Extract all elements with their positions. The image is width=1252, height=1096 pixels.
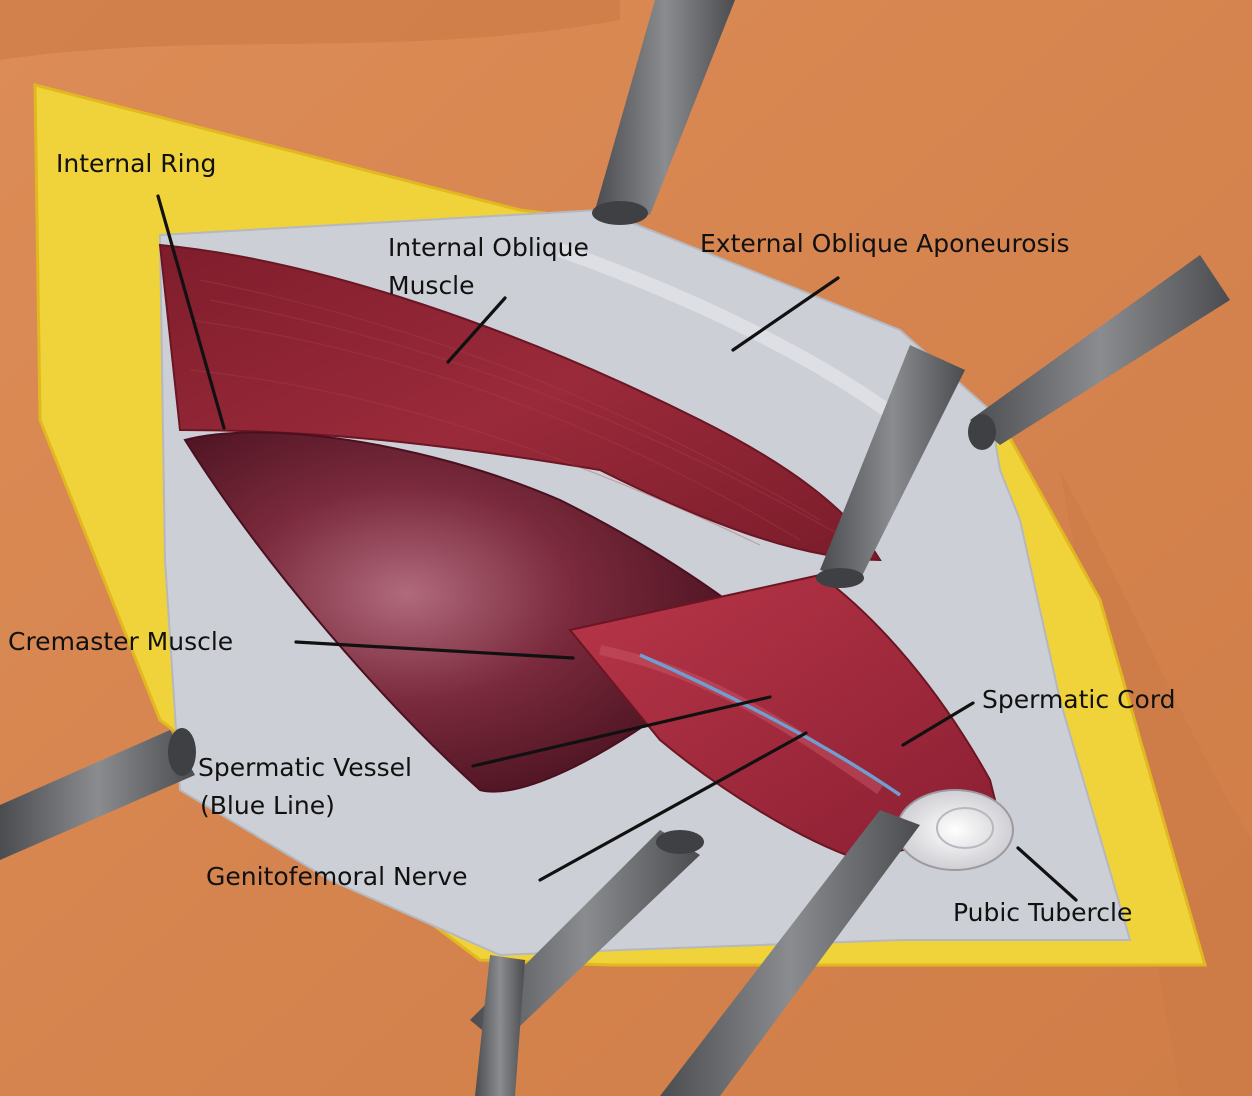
leader-pubic-tubercle [1016,846,1078,902]
label-spermatic-vessel-line1: Spermatic Vessel [198,753,412,782]
leader-spermatic-cord [901,701,975,747]
spermatic-vessel-line [639,653,901,797]
label-external-oblique: External Oblique Aponeurosis [700,229,1070,258]
retractor-right-upper [968,255,1230,450]
leader-cremaster [294,640,575,660]
leader-spermatic-vessel [471,695,772,768]
label-internal-oblique-line2: Muscle [388,271,475,300]
internal-oblique-muscle [158,243,882,562]
cord-stump-ring [936,807,994,849]
retractor-top [592,0,735,225]
skin-fold [0,0,620,60]
leader-internal-ring [156,194,226,430]
label-pubic-tubercle: Pubic Tubercle [953,898,1132,927]
label-spermatic-cord: Spermatic Cord [982,685,1176,714]
label-internal-oblique-line1: Internal Oblique [388,233,589,262]
retractor-left [0,728,196,860]
label-spermatic-vessel-line2: (Blue Line) [200,791,335,820]
label-cremaster: Cremaster Muscle [8,627,233,656]
leader-internal-oblique [446,296,507,364]
label-genitofemoral: Genitofemoral Nerve [206,862,468,891]
retractor-bottom-left [470,830,704,1096]
label-internal-ring: Internal Ring [56,149,216,178]
retractor-bottom-center [660,810,920,1096]
leader-genitofemoral [538,731,808,882]
muscle-fibers [189,279,841,546]
fascia-highlight [557,243,905,426]
leader-external-oblique [731,276,840,352]
leader-lines [156,194,1078,902]
retractor-right-middle [816,345,965,588]
